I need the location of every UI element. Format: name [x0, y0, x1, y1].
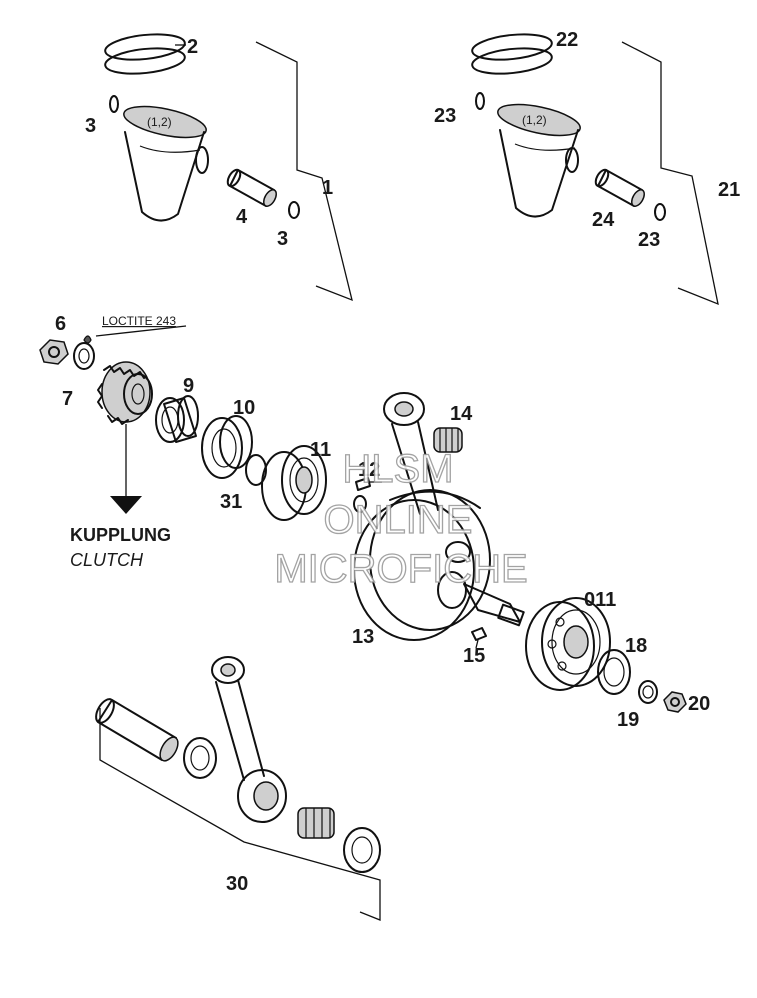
- primary-gear: [97, 361, 153, 425]
- callout-3-upper: 3: [85, 115, 96, 137]
- needle-bearing-30: [297, 807, 335, 839]
- callout-9: 9: [183, 375, 194, 397]
- piston-marking-left: (1,2): [147, 115, 172, 129]
- needle-bearing-14: [433, 427, 463, 453]
- piston-marking-right: (1,2): [522, 113, 547, 127]
- piston-pin-clip-left: [109, 95, 119, 113]
- piston-pin-30: [95, 698, 179, 762]
- bearing-011: [525, 597, 611, 691]
- callout-10: 10: [233, 397, 255, 419]
- callout-4: 4: [236, 206, 248, 228]
- callout-30: 30: [226, 873, 248, 895]
- watermark-line-1: HLSM: [342, 447, 453, 491]
- clutch-arrow: [110, 424, 142, 514]
- callout-20: 20: [688, 693, 710, 715]
- piston-pin-left: [226, 168, 277, 207]
- piston-pin-right: [594, 168, 645, 207]
- piston-left: (1,2): [123, 105, 209, 222]
- thrust-washer-30b: [343, 827, 381, 873]
- callout-3-lower: 3: [277, 228, 288, 250]
- bearing-11: [261, 445, 327, 521]
- callout-6: 6: [55, 313, 66, 335]
- callout-13: 13: [352, 626, 374, 648]
- callout-22: 22: [556, 29, 578, 51]
- seal-18: [597, 649, 631, 695]
- callout-011: 011: [584, 589, 616, 611]
- piston-pin-clip-right: [475, 92, 485, 110]
- callout-19: 19: [617, 709, 639, 731]
- connecting-rod-30: [211, 656, 287, 823]
- kit-bracket-30: [99, 708, 381, 921]
- kit-bracket-21: [621, 41, 719, 306]
- woodruff-key-12: [355, 477, 371, 491]
- callout-18: 18: [625, 635, 647, 657]
- seal-10: [201, 415, 253, 479]
- watermark: HLSM ONLINE MICROFICHE: [274, 446, 529, 591]
- callout-7: 7: [62, 388, 73, 410]
- watermark-line-2: ONLINE: [324, 498, 473, 542]
- piston-right: (1,2): [497, 103, 581, 218]
- crankshaft-13: [353, 489, 525, 641]
- callout-24: 24: [592, 209, 615, 231]
- loctite-drop: [83, 335, 92, 344]
- leader-lines: [95, 44, 479, 649]
- callout-11: 11: [310, 439, 331, 461]
- kit-bracket-1: [255, 41, 353, 302]
- callout-14: 14: [450, 403, 473, 425]
- piston-ring-set-right: [471, 33, 553, 75]
- piston-pin-clip-left-2: [288, 201, 300, 219]
- loctite-note: LOCTITE 243: [102, 314, 176, 328]
- connecting-rod-upper: [383, 392, 439, 515]
- oil-seal-9: [155, 395, 199, 443]
- piston-pin-clip-right-2: [654, 203, 666, 221]
- washer-7: [73, 342, 95, 370]
- o-ring-31: [245, 454, 267, 486]
- callout-1: 1: [322, 177, 333, 199]
- piston-ring-set-left: [104, 33, 186, 75]
- nut-20: [663, 691, 687, 713]
- washer-19: [638, 680, 658, 704]
- callout-23-upper: 23: [434, 105, 456, 127]
- callout-2: 2: [187, 36, 198, 58]
- clutch-label-en: CLUTCH: [70, 550, 144, 570]
- woodruff-key-15: [471, 627, 487, 641]
- clutch-label-de: KUPPLUNG: [70, 525, 171, 545]
- callout-15: 15: [463, 645, 485, 667]
- callout-23-lower: 23: [638, 229, 660, 251]
- watermark-line-3: MICROFICHE: [274, 547, 527, 591]
- callout-12: 12: [358, 459, 380, 481]
- callout-31: 31: [220, 491, 242, 513]
- nut-6: [39, 339, 69, 365]
- callout-21: 21: [718, 179, 740, 201]
- thrust-washer-30a: [183, 737, 217, 779]
